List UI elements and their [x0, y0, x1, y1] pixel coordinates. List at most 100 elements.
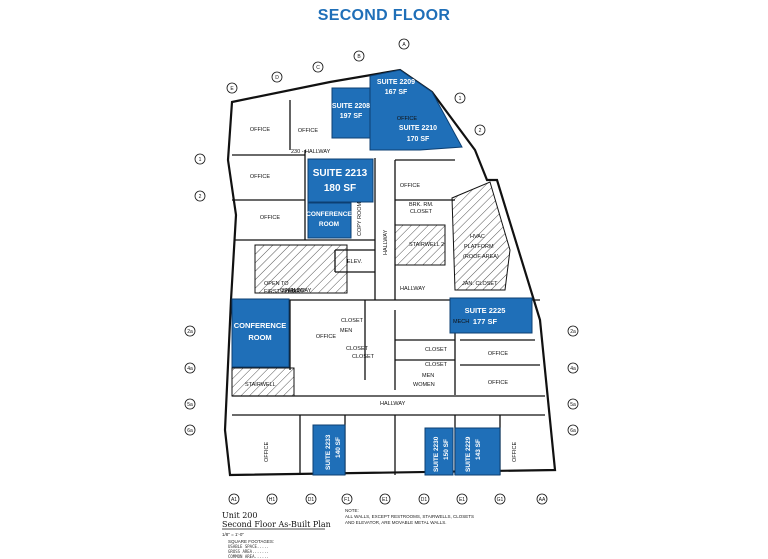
suite-2230-area — [424, 427, 454, 476]
stairwell-2-label: STAIRWELL 2 — [409, 242, 444, 248]
grid-bubble: D — [271, 71, 283, 83]
grid-bubble: 2 — [474, 124, 486, 136]
elevator-label: ELEV. — [347, 259, 363, 265]
suite-2230-name: SUITE 2230 — [433, 436, 440, 472]
svg-text:A: A — [402, 42, 406, 48]
svg-text:H1: H1 — [269, 497, 276, 503]
hallway-label: HALLWAY — [286, 288, 312, 294]
stairwell-hatch-left — [231, 367, 295, 397]
grid-bubble: 2a — [567, 325, 579, 337]
note-line-2: AND ELEVATOR, ARE MOVABLE METAL WALLS. — [345, 520, 447, 525]
women-restroom-label: WOMEN — [413, 382, 435, 388]
suite-2208-area — [331, 87, 371, 139]
grid-bubble: AA — [536, 493, 548, 505]
suite-2209-name: SUITE 2209 — [377, 79, 415, 86]
stairwell-label: STAIRWELL — [245, 382, 276, 388]
grid-bubble: 4a — [184, 362, 196, 374]
svg-text:5a: 5a — [187, 402, 193, 408]
men-restroom-label: MEN — [340, 328, 352, 334]
unit-number: Unit 200 — [222, 511, 257, 520]
grid-bubble: 5a — [567, 398, 579, 410]
office-label: OFFICE — [512, 442, 518, 462]
office-label: OFFICE — [397, 116, 417, 122]
conference-room-top-area — [307, 202, 352, 239]
open-to-first-floor-area — [254, 244, 348, 294]
open-to-first-floor-label-2: FIRST FLOOR — [264, 289, 300, 295]
svg-text:E1: E1 — [459, 497, 465, 503]
svg-text:4a: 4a — [187, 366, 193, 372]
note-title: NOTE: — [345, 508, 359, 513]
suite-2213-area — [307, 158, 374, 203]
office-label: OFFICE — [400, 183, 420, 189]
closet-label: CLOSET — [410, 209, 433, 215]
hallway-230-label: 230 - HALLWAY — [291, 149, 331, 155]
grid-bubble: G1 — [494, 493, 506, 505]
suite-2208-name: SUITE 2208 — [332, 103, 370, 110]
office-label: OFFICE — [488, 380, 508, 386]
office-label: OFFICE — [298, 128, 318, 134]
closet-label: CLOSET — [341, 318, 364, 324]
office-label: OFFICE — [316, 334, 336, 340]
svg-text:6a: 6a — [187, 428, 193, 434]
gross-area-row: GROSS AREA....... — [228, 549, 269, 554]
plan-title: Second Floor As-Built Plan — [222, 520, 331, 529]
plan-scale: 1/8" = 1'-0" — [222, 532, 244, 537]
closet-label: CLOSET — [346, 346, 369, 352]
suite-2229-area — [454, 427, 501, 476]
suite-2213-name: SUITE 2213 — [313, 168, 368, 179]
suite-2233-area — [312, 424, 346, 476]
svg-text:2a: 2a — [187, 329, 193, 335]
suite-2213-area-label: 180 SF — [324, 183, 356, 194]
svg-text:2: 2 — [199, 194, 202, 200]
suite-2209-area-label: 167 SF — [385, 89, 408, 96]
grid-bubble: 5a — [184, 398, 196, 410]
svg-text:1: 1 — [459, 96, 462, 102]
suite-2230-area-label: 150 SF — [443, 439, 450, 460]
svg-text:A1: A1 — [231, 497, 237, 503]
svg-text:E1: E1 — [382, 497, 388, 503]
svg-text:E: E — [230, 86, 234, 92]
roof-area-label: (ROOF AREA) — [463, 254, 499, 260]
office-label: OFFICE — [250, 127, 270, 133]
svg-text:AA: AA — [539, 497, 546, 503]
conference-room-left-area — [231, 298, 290, 368]
hvac-platform-label: PLATFORM — [464, 244, 494, 250]
suite-2210-name: SUITE 2210 — [399, 125, 437, 132]
grid-bubble: 4a — [567, 362, 579, 374]
grid-bubble: 2 — [194, 190, 206, 202]
conference-room-left-line1: CONFERENCE — [234, 321, 287, 330]
square-footage-title: SQUARE FOOTAGES: — [228, 539, 274, 544]
suite-2209-area — [369, 69, 463, 151]
closet-label: CLOSET — [425, 362, 448, 368]
hallway-label: HALLWAY — [383, 229, 389, 255]
svg-text:6a: 6a — [570, 428, 576, 434]
grid-bubble: D1 — [305, 493, 317, 505]
grid-bubble: E — [226, 82, 238, 94]
suite-2229-area-label: 143 SF — [475, 439, 482, 460]
stairwell-hatch-center — [394, 224, 446, 266]
closet-label: CLOSET — [425, 347, 448, 353]
suite-2233-name: SUITE 2233 — [325, 434, 332, 470]
suite-2233-area-label: 140 SF — [335, 437, 342, 458]
page-title: SECOND FLOOR — [317, 7, 451, 24]
suite-2225-area — [449, 297, 533, 334]
suite-2229-name: SUITE 2229 — [465, 436, 472, 472]
suite-2225-name: SUITE 2225 — [465, 306, 506, 315]
conference-room-left-line2: ROOM — [248, 333, 271, 342]
office-label: OFFICE — [488, 351, 508, 357]
svg-text:D1: D1 — [421, 497, 428, 503]
mech-label: MECH — [453, 319, 469, 325]
closet-label: CLOSET — [352, 354, 375, 360]
grid-bubble: E1 — [456, 493, 468, 505]
hvac-label: HVAC — [470, 234, 485, 240]
suite-2208-area-label: 197 SF — [340, 113, 363, 120]
grid-bubble: D1 — [418, 493, 430, 505]
suite-2210-area-label: 170 SF — [407, 136, 430, 143]
grid-bubble: B — [353, 50, 365, 62]
office-label: OFFICE — [264, 442, 270, 462]
grid-bubble: C — [312, 61, 324, 73]
grid-bubble: 2a — [184, 325, 196, 337]
copy-room-label: COPY ROOM — [357, 201, 363, 236]
grid-bubble: H1 — [266, 493, 278, 505]
